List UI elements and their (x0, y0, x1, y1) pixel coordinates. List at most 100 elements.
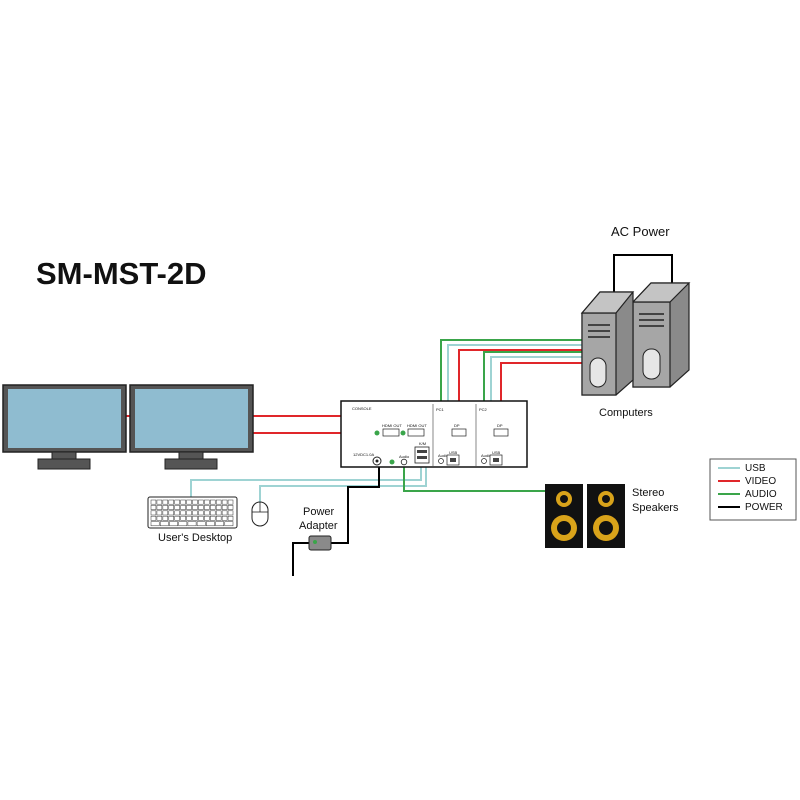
keyboard-key (186, 505, 192, 510)
audio-1-label: Audio (438, 453, 449, 458)
power-adapter (308, 535, 332, 551)
keyboard-key (186, 499, 192, 505)
keyboard-key (174, 499, 180, 505)
console-label: CONSOLE (352, 406, 372, 411)
keyboard-key (227, 515, 234, 521)
led-3 (389, 459, 395, 465)
audio-port-1 (438, 458, 444, 464)
monitor-2-screen (135, 389, 248, 448)
dc-in-label: 12VDC1.0A (353, 452, 374, 457)
keyboard-key (227, 510, 234, 516)
hdmi-out-port-2 (407, 428, 425, 437)
port-1-label: PC1 (436, 407, 445, 412)
keyboard-key (150, 521, 160, 527)
keyboard-key (162, 499, 169, 505)
hdmi-out-1-label: HDMI OUT (382, 423, 402, 428)
speaker-right (587, 484, 625, 548)
keyboard-key (174, 505, 180, 510)
keyboard-key (180, 499, 186, 505)
keyboard-key (192, 499, 198, 505)
led-1 (374, 430, 380, 436)
speakers-label: Speakers (632, 502, 679, 514)
usb-1-label: USB (449, 450, 458, 455)
keyboard-key (174, 510, 180, 516)
keyboard-key (159, 521, 169, 527)
keyboard-key (187, 521, 197, 527)
computer-2 (631, 282, 691, 388)
keyboard-key (204, 505, 210, 510)
power-plug-cable (292, 542, 309, 576)
dc-power-cable (330, 463, 380, 544)
keyboard-key (150, 510, 157, 516)
power-label: Power (303, 506, 335, 518)
keyboard-key (227, 505, 234, 510)
keyboard-key (178, 521, 188, 527)
keyboard-key (210, 499, 216, 505)
keyboard-key (198, 515, 204, 521)
keyboard-key (150, 505, 157, 510)
audio-port-2 (481, 458, 487, 464)
monitor-1 (2, 384, 127, 470)
usb-km-ports (414, 446, 430, 464)
hdmi-out-2-label: HDMI OUT (407, 423, 427, 428)
keyboard-key (206, 521, 215, 527)
keyboard-key (198, 499, 204, 505)
audio-out-port (400, 458, 408, 466)
keyboard-key (169, 521, 178, 527)
keyboard-key (150, 499, 157, 505)
keyboard-key (215, 499, 222, 505)
keyboard-key (156, 499, 163, 505)
keyboard-key (204, 510, 210, 516)
keyboard-key (150, 515, 157, 521)
legend-label-power: POWER (745, 502, 783, 513)
ac-power-cable (613, 254, 673, 296)
keyboard-key (192, 510, 198, 516)
led-2 (400, 430, 406, 436)
keyboard-key (198, 505, 204, 510)
usb-cable-mouse (259, 462, 427, 502)
dp-port-1 (451, 428, 467, 437)
usb-cable-keyboard (190, 462, 422, 497)
keyboard-key (215, 515, 222, 521)
keyboard-key (215, 521, 225, 527)
hdmi-out-port-1 (382, 428, 400, 437)
dp-2-label: DP (497, 423, 503, 428)
ac-power-label: AC Power (611, 224, 670, 239)
keyboard-key (168, 510, 174, 516)
keyboard-key (162, 515, 169, 521)
keyboard-key (192, 505, 198, 510)
port-2-label: PC2 (479, 407, 488, 412)
kvm-switch: CONSOLE PC1 PC2 HDMI OUT HDMI OUT 12VDC1… (340, 400, 528, 468)
keyboard-key (221, 505, 228, 510)
keyboard-key (162, 510, 169, 516)
keyboard-key (180, 505, 186, 510)
monitor-1-screen (8, 389, 121, 448)
adapter-label: Adapter (299, 520, 338, 532)
keyboard-key (186, 510, 192, 516)
keyboard-key (215, 510, 222, 516)
computer-1 (580, 291, 635, 396)
keyboard-key (162, 505, 169, 510)
keyboard-key (210, 510, 216, 516)
keyboard-key (196, 521, 206, 527)
keyboard-key (210, 505, 216, 510)
audio-label: Audio (399, 454, 410, 459)
usb-km-label: K/M (419, 441, 426, 446)
keyboard-key (180, 515, 186, 521)
legend-label-video: VIDEO (745, 476, 776, 487)
monitor-2 (129, 384, 254, 470)
computers-label: Computers (599, 407, 653, 419)
stereo-label: Stereo (632, 487, 664, 499)
keyboard (147, 496, 238, 529)
cables (120, 254, 673, 576)
keyboard-key (210, 515, 216, 521)
keyboard-key (156, 510, 163, 516)
keyboard-key (198, 510, 204, 516)
keyboard-key (168, 499, 174, 505)
keyboard-key (227, 499, 234, 505)
keyboard-key (221, 499, 228, 505)
keyboard-key (192, 515, 198, 521)
usb-2-label: USB (492, 450, 501, 455)
legend-label-audio: AUDIO (745, 489, 777, 500)
